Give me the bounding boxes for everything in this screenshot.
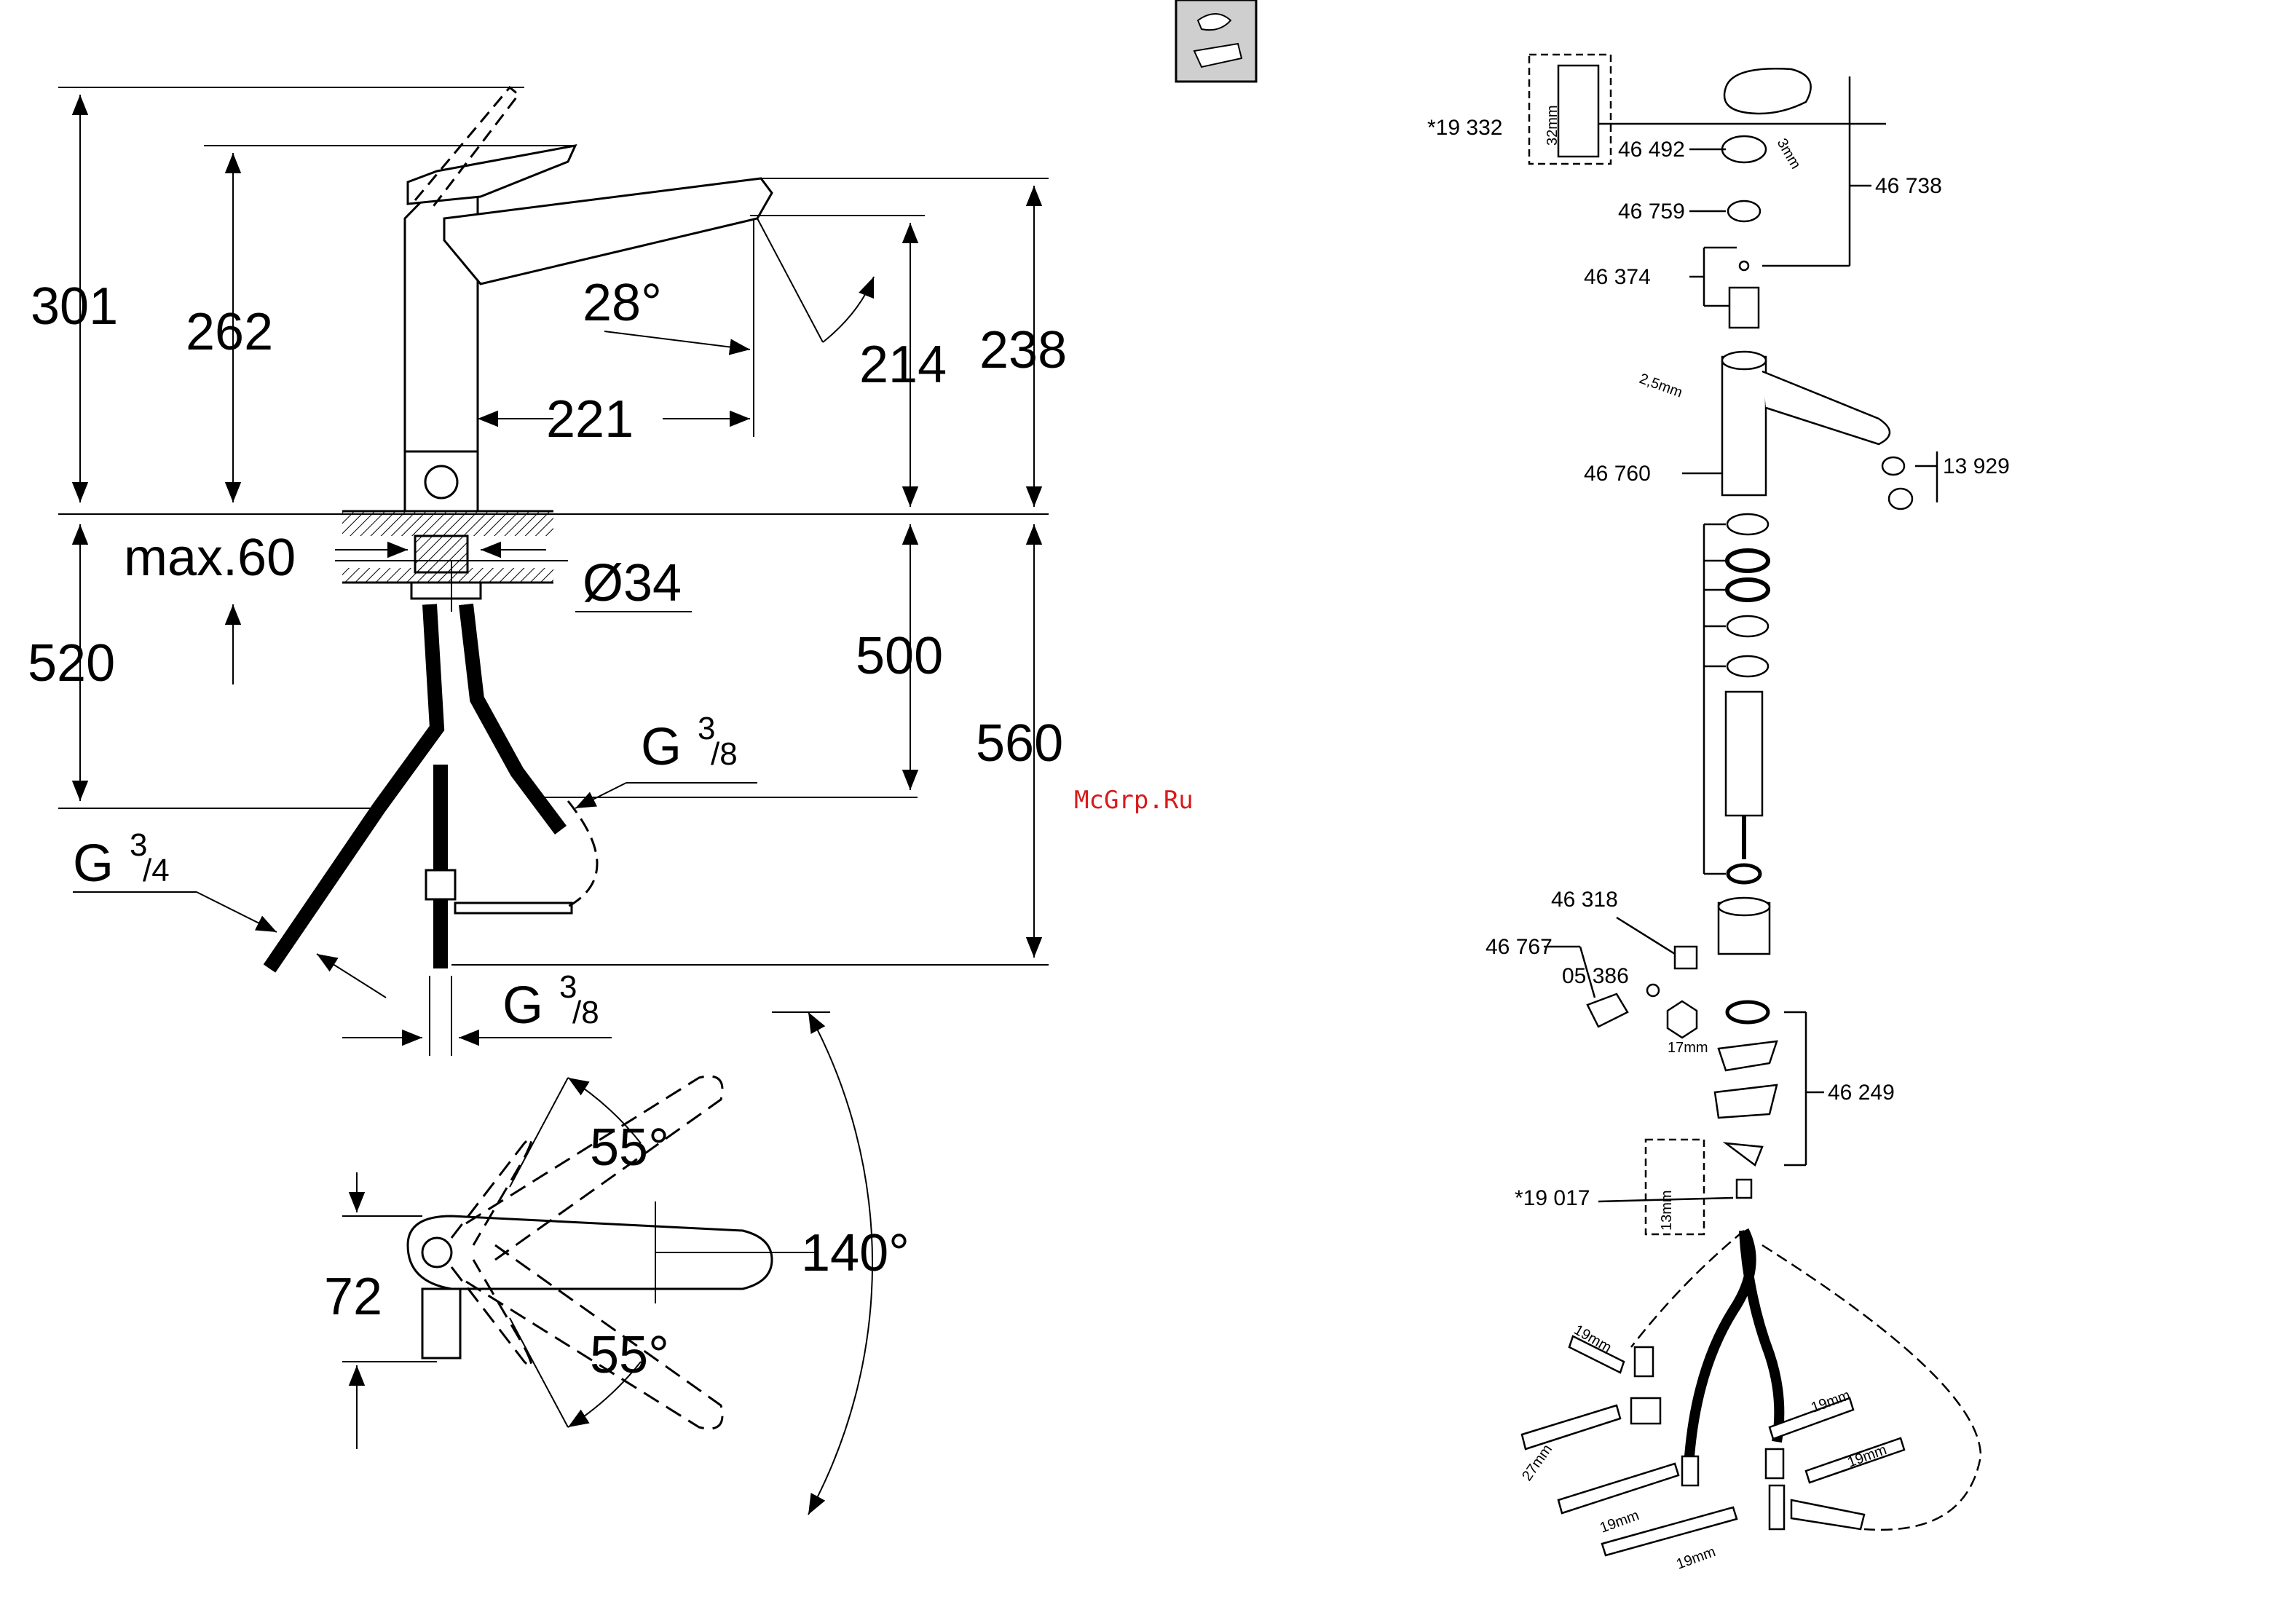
thread-label-left: G 3 /4 — [73, 827, 170, 893]
tool-2-5mm: 2,5mm — [1637, 371, 1684, 401]
part-label-13929: 13 929 — [1943, 454, 2010, 478]
part-label-46249: 46 249 — [1828, 1081, 1895, 1105]
dim-238: 238 — [979, 321, 1067, 379]
tool-19mm-b: 19mm — [1598, 1507, 1641, 1536]
swivel-angle-140: 140° — [801, 1224, 910, 1282]
svg-text:G: G — [502, 976, 543, 1035]
dim-diameter-34: Ø34 — [583, 554, 682, 612]
part-label-46767: 46 767 — [1486, 935, 1553, 959]
svg-text:/8: /8 — [711, 736, 738, 772]
svg-text:/8: /8 — [572, 995, 599, 1030]
part-label-46759: 46 759 — [1618, 200, 1685, 224]
part-label-19017: *19 017 — [1515, 1186, 1590, 1210]
dim-500: 500 — [856, 627, 943, 685]
part-label-05386: 05 386 — [1562, 964, 1629, 988]
dim-301: 301 — [31, 277, 118, 336]
tool-19mm-c: 19mm — [1674, 1544, 1718, 1573]
depth-72: 72 — [324, 1268, 382, 1326]
svg-text:/4: /4 — [143, 853, 170, 888]
tool-3mm: 3mm — [1774, 136, 1804, 172]
tool-19mm-e: 19mm — [1845, 1442, 1889, 1471]
thread-label-right: G 3 /8 — [641, 711, 738, 776]
part-label-46374: 46 374 — [1584, 265, 1651, 289]
dim-max60: max.60 — [124, 529, 296, 587]
svg-text:G: G — [73, 834, 114, 893]
part-label-46738: 46 738 — [1875, 174, 1942, 198]
tool-13mm: 13mm — [1659, 1190, 1675, 1231]
part-label-46760: 46 760 — [1584, 462, 1651, 486]
watermark-text: McGrp.Ru — [1074, 786, 1194, 815]
part-label-46318: 46 318 — [1551, 888, 1618, 912]
dim-262: 262 — [186, 303, 273, 361]
part-label-19332: *19 332 — [1427, 116, 1502, 140]
dim-214: 214 — [859, 336, 947, 394]
dim-560: 560 — [976, 714, 1063, 773]
tool-32mm: 32mm — [1545, 105, 1561, 146]
thread-label-bottom: G 3 /8 — [502, 969, 599, 1035]
dim-angle-28: 28° — [583, 274, 662, 332]
dim-221: 221 — [546, 390, 634, 449]
faucet-side-view — [269, 87, 772, 968]
product-symbol-box — [1176, 0, 1256, 82]
part-label-46492: 46 492 — [1618, 138, 1685, 162]
tool-17mm: 17mm — [1668, 1040, 1708, 1056]
dim-520: 520 — [28, 634, 115, 692]
angle-55-up: 55° — [590, 1118, 669, 1177]
angle-55-down: 55° — [590, 1326, 669, 1384]
svg-text:G: G — [641, 718, 682, 776]
